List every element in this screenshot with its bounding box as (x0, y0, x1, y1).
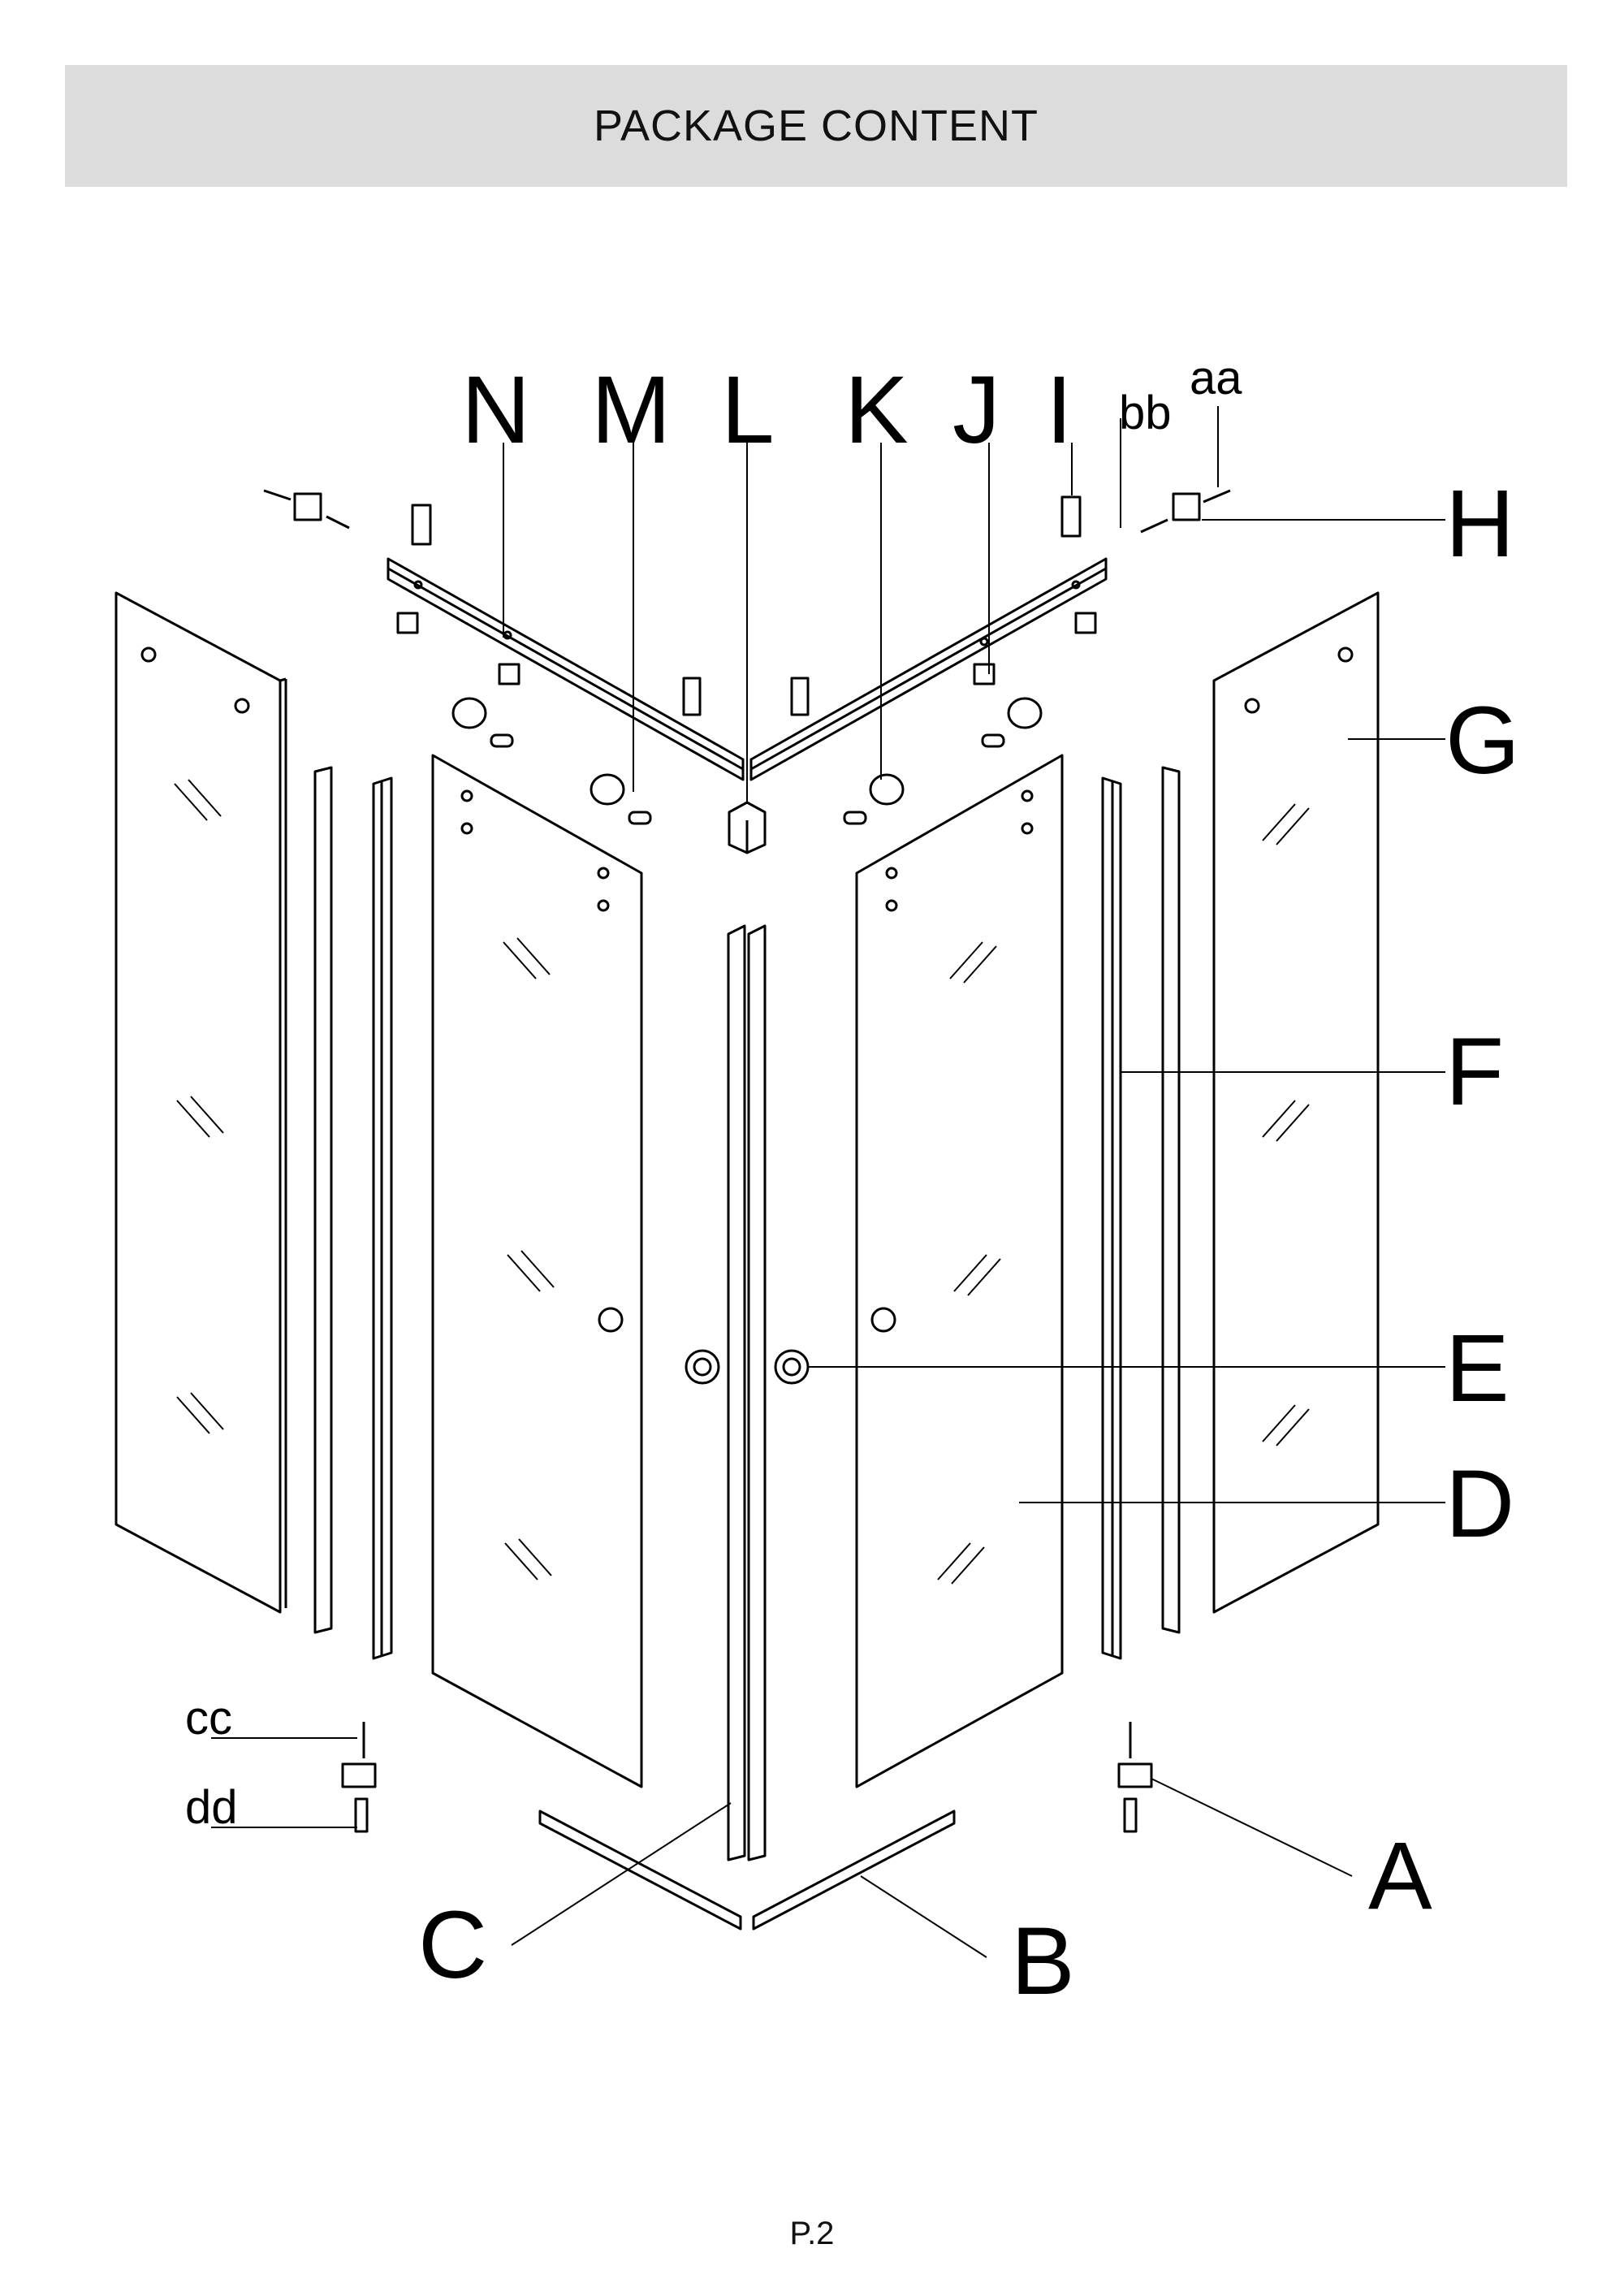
door-panel-left (431, 754, 643, 1788)
label-aa: aa (1190, 352, 1242, 404)
label-dd: dd (185, 1781, 238, 1834)
wall-bracket-top-right (1140, 489, 1231, 534)
label-F: F (1445, 1018, 1504, 1126)
label-K: K (844, 357, 909, 464)
label-D: D (1445, 1451, 1514, 1558)
label-N: N (461, 357, 530, 464)
label-E: E (1445, 1315, 1510, 1422)
side-panel-right (1212, 591, 1380, 1614)
label-cc: cc (185, 1692, 232, 1745)
center-profile (727, 924, 767, 1861)
label-G: G (1445, 687, 1520, 794)
seal-strip-right (1161, 766, 1181, 1634)
seal-strip-left (313, 766, 333, 1634)
pin (490, 733, 1005, 825)
bottom-seal-left (538, 1810, 742, 1931)
label-I: I (1046, 357, 1073, 464)
door-handle-left (685, 1349, 720, 1385)
side-panel-left (114, 591, 287, 1614)
header-bar: PACKAGE CONTENT (65, 65, 1567, 187)
page-title: PACKAGE CONTENT (593, 102, 1039, 150)
label-C: C (418, 1892, 487, 1999)
door-panel-right (855, 754, 1064, 1788)
wall-bracket-bottom-right (1117, 1722, 1153, 1833)
door-handle-right (774, 1349, 810, 1385)
wall-bracket-bottom-left (341, 1722, 377, 1833)
label-H: H (1445, 470, 1514, 577)
label-A: A (1368, 1823, 1432, 1930)
top-rail-right (749, 557, 1108, 781)
rail-clip (411, 495, 1082, 716)
wall-profile-left (372, 776, 393, 1660)
label-J: J (952, 357, 1000, 464)
label-bb: bb (1119, 387, 1172, 439)
wall-bracket-top-left (263, 489, 350, 530)
label-B: B (1011, 1908, 1075, 2015)
corner-connector (728, 801, 767, 854)
bottom-seal-right (752, 1810, 956, 1931)
top-rail-left (387, 557, 745, 781)
label-M: M (591, 357, 671, 464)
label-L: L (721, 357, 775, 464)
leader-lines (211, 406, 1445, 1958)
roller (396, 612, 1097, 806)
page-number: P.2 (789, 2216, 835, 2251)
wall-profile-right (1101, 776, 1122, 1660)
